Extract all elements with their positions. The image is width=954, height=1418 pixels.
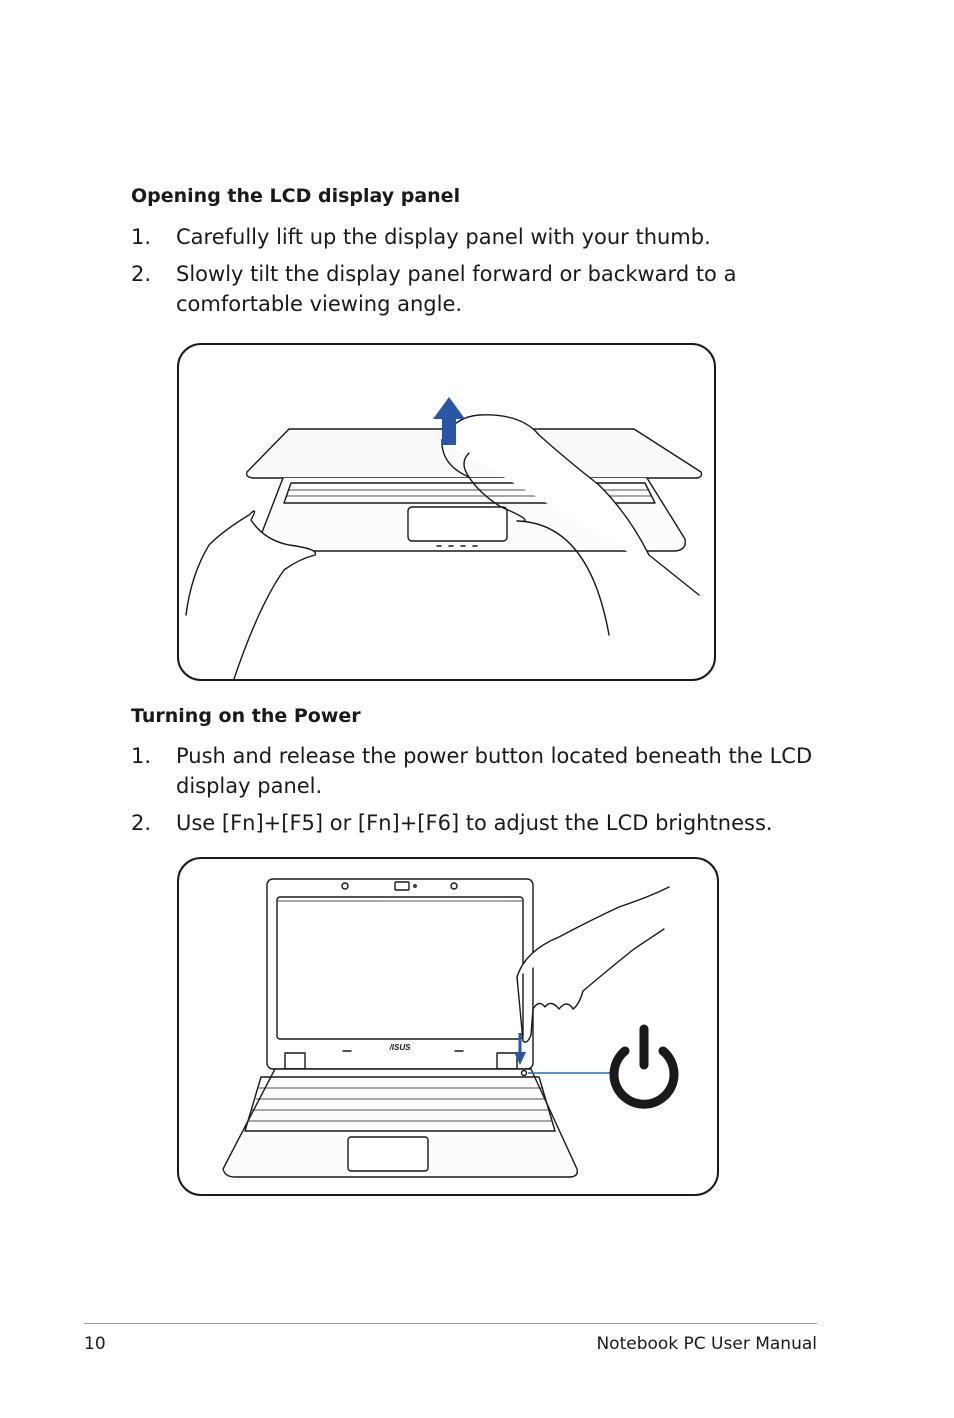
illustration-power-button: /ISUS <box>222 878 679 1178</box>
power-icon <box>609 1024 679 1109</box>
section-heading-opening-lcd: Opening the LCD display panel <box>131 185 461 207</box>
step-number: 1. <box>131 744 152 768</box>
step-text: Push and release the power button locate… <box>176 744 813 798</box>
step-text: Slowly tilt the display panel forward or… <box>176 262 737 316</box>
down-arrow-icon <box>514 1033 526 1065</box>
illustration-opening-lid <box>185 397 703 679</box>
step-number: 1. <box>131 225 152 249</box>
brand-logo: /ISUS <box>389 1043 412 1052</box>
section-heading-power: Turning on the Power <box>131 705 361 727</box>
figure-power-button: /ISUS <box>177 857 719 1196</box>
page-number: 10 <box>84 1334 106 1354</box>
step-text: Use [Fn]+[F5] or [Fn]+[F6] to adjust the… <box>176 811 773 835</box>
step-number: 2. <box>131 811 152 835</box>
step-number: 2. <box>131 262 152 286</box>
step-text: Carefully lift up the display panel with… <box>176 225 711 249</box>
manual-title: Notebook PC User Manual <box>596 1334 817 1354</box>
figure-opening-lcd <box>177 343 716 681</box>
footer-divider <box>84 1323 817 1324</box>
up-arrow-icon <box>433 397 465 445</box>
